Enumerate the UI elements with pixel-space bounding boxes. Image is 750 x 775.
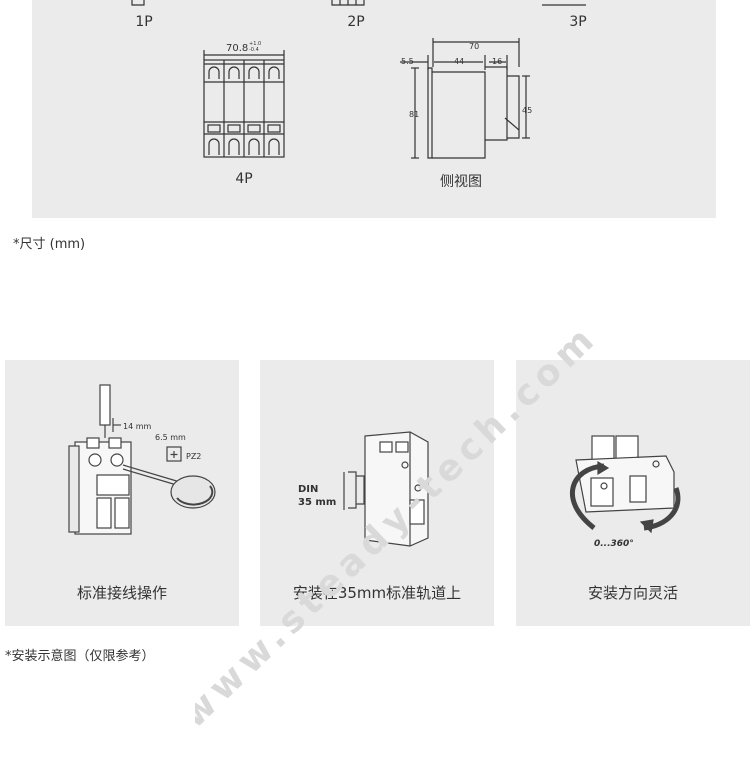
card-wiring: 14 mm 6.5 mm PZ2 标准接线操作 <box>5 360 239 626</box>
rotation-range: 0...360° <box>594 539 634 549</box>
side-total-width: 70 <box>469 42 479 51</box>
wiring-bit-type: PZ2 <box>186 452 201 461</box>
wiring-strip-length: 14 mm <box>123 422 152 431</box>
side-mid-width: 44 <box>454 57 464 66</box>
card-wiring-caption: 标准接线操作 <box>76 584 167 602</box>
install-note: *安装示意图（仅限参考） <box>5 649 155 664</box>
side-view-drawing <box>400 38 530 159</box>
label-3p: 3P <box>569 14 587 30</box>
side-left-offset: 5.5 <box>401 57 414 66</box>
wiring-bit-width: 6.5 mm <box>155 433 186 442</box>
label-2p: 2P <box>347 14 365 30</box>
four-pole-front-drawing <box>203 50 285 158</box>
side-height: 81 <box>409 110 419 119</box>
dimensions-note: *尺寸 (mm) <box>13 237 86 252</box>
card-orientation-caption: 安装方向灵活 <box>587 584 678 602</box>
dimension-drawings: 70.8 +1.0 -0.4 70 5 <box>131 0 586 159</box>
card-orientation: 0...360° 安装方向灵活 <box>516 360 750 626</box>
card-din-rail: DIN 35 mm 安装在35mm标准轨道上 <box>260 360 494 626</box>
din-label: DIN <box>298 484 318 495</box>
din-rail-illustration: DIN 35 mm <box>298 431 429 547</box>
wiring-illustration: 14 mm 6.5 mm PZ2 <box>68 384 216 535</box>
four-pole-width-value: 70.8 <box>226 43 248 54</box>
side-rail-height: 45 <box>522 106 532 115</box>
label-4p: 4P <box>235 171 253 187</box>
label-1p: 1P <box>135 14 153 30</box>
card-din-rail-caption: 安装在35mm标准轨道上 <box>292 584 462 602</box>
four-pole-tolerance-plus: +1.0 <box>249 41 261 47</box>
p1-drawing-fragment <box>131 0 145 6</box>
four-pole-tolerance-minus: -0.4 <box>249 47 259 53</box>
din-rail-width: 35 mm <box>298 497 336 508</box>
side-right-width: 16 <box>492 57 502 66</box>
label-side-view: 侧视图 <box>440 174 482 190</box>
p2-drawing-fragment <box>331 0 365 6</box>
orientation-illustration: 0...360° <box>570 435 681 549</box>
dimensions-panel: 70.8 +1.0 -0.4 70 5 <box>32 0 716 218</box>
